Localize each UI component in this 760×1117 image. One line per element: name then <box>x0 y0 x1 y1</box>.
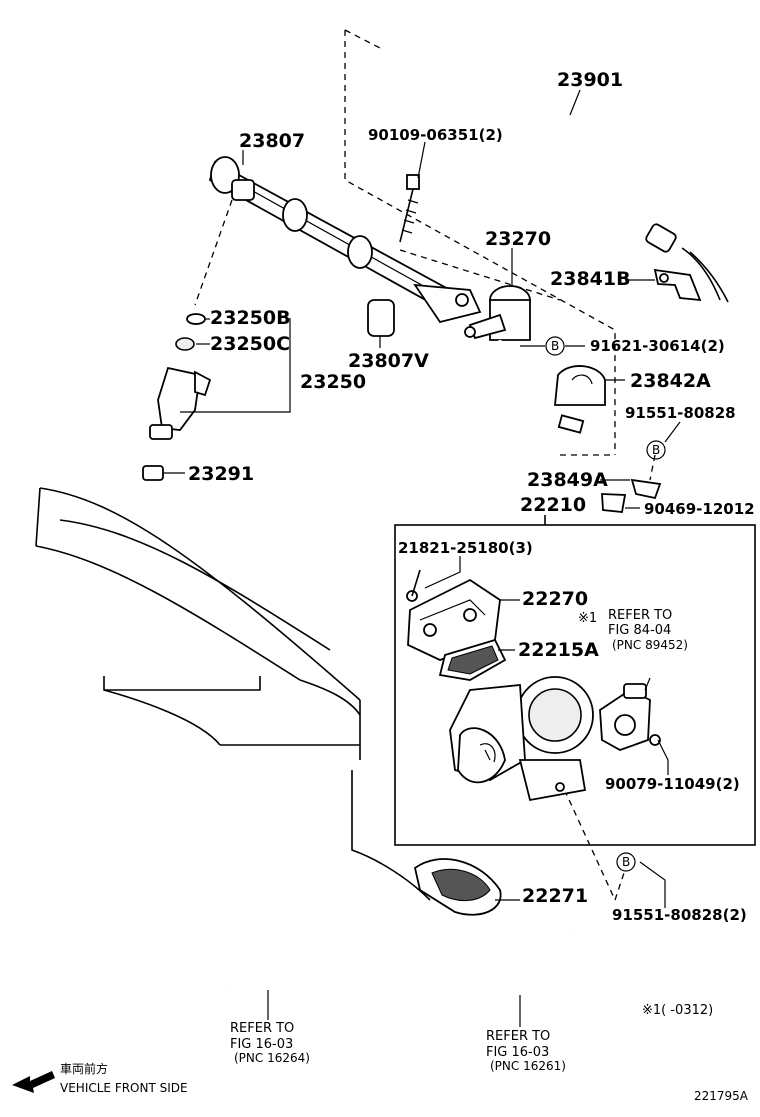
label-22215A: 22215A <box>518 639 599 661</box>
label-23250C: 23250C <box>210 333 290 355</box>
gasket-22271 <box>413 858 502 916</box>
label-23250B: 23250B <box>210 307 291 329</box>
gasket-22215A <box>438 638 507 681</box>
label-23807: 23807 <box>239 130 305 152</box>
label-23270: 23270 <box>485 228 551 250</box>
ref-84-line1: REFER TO <box>608 608 672 623</box>
label-23849A: 23849A <box>527 469 608 491</box>
front-arrow-icon <box>12 1071 55 1093</box>
front-label-jp: 車両前方 <box>60 1061 108 1076</box>
ref-84-line2: FIG 84-04 <box>608 623 671 638</box>
bolt-90109 <box>399 174 420 243</box>
ref-1603a-line2: FIG 16-03 <box>230 1037 293 1052</box>
marker-b-2: B <box>646 440 666 460</box>
label-23842A: 23842A <box>630 370 711 392</box>
ref-16-03-a: REFER TO FIG 16-03 (PNC 16264) <box>230 1021 310 1065</box>
label-90079: 90079-11049(2) <box>605 775 740 793</box>
marker-b-1: B <box>545 336 565 356</box>
label-23807V: 23807V <box>348 350 429 372</box>
connector-23849A <box>601 478 662 513</box>
ref-1603b-line3: (PNC 16261) <box>490 1059 566 1073</box>
ref-84-mark: ※1 <box>578 611 597 626</box>
diagram-code: 221795A <box>694 1089 749 1103</box>
label-23901: 23901 <box>557 69 623 91</box>
label-23291: 23291 <box>188 463 254 485</box>
ref-1603b-line1: REFER TO <box>486 1029 550 1044</box>
throttle-body-box <box>394 515 756 846</box>
injector-parts <box>142 299 395 481</box>
leader-lines <box>163 89 681 1027</box>
label-22271: 22271 <box>522 885 588 907</box>
ref-1603b-line2: FIG 16-03 <box>486 1045 549 1060</box>
pressure-regulator-23270 <box>464 285 585 434</box>
svg-text:B: B <box>551 339 559 353</box>
svg-text:B: B <box>622 855 630 869</box>
part-labels: 23901 90109-06351(2) 23807 23270 23841B … <box>188 69 755 924</box>
label-23841B: 23841B <box>550 268 631 290</box>
clamp-23841B <box>653 268 702 302</box>
ref-84-04: ※1 REFER TO FIG 84-04 (PNC 89452) <box>578 608 688 652</box>
label-90109: 90109-06351(2) <box>368 126 503 144</box>
label-91551-a: 91551-80828 <box>625 404 736 422</box>
engine-outline <box>35 487 431 901</box>
circle-markers: B B B <box>545 336 666 872</box>
dashed-leaders <box>194 29 656 901</box>
cushion-23842A <box>554 365 606 406</box>
fuel-rail-23807 <box>208 156 482 324</box>
label-22210: 22210 <box>520 494 586 516</box>
throttle-body-assy <box>449 676 594 802</box>
label-23250: 23250 <box>300 371 366 393</box>
ref-84-line3: (PNC 89452) <box>612 638 688 652</box>
throttle-sensor <box>599 683 661 751</box>
marker-b-3: B <box>616 852 636 872</box>
ref-1603a-line1: REFER TO <box>230 1021 294 1036</box>
label-22270: 22270 <box>522 588 588 610</box>
label-91621: 91621-30614(2) <box>590 337 725 355</box>
label-91551-b: 91551-80828(2) <box>612 906 747 924</box>
label-90469: 90469-12012 <box>644 500 755 518</box>
fuel-hose-23901 <box>378 45 729 303</box>
water-hoses <box>229 929 577 999</box>
ref-16-03-b: REFER TO FIG 16-03 (PNC 16261) <box>486 1029 566 1073</box>
footer: ※1( -0312) 車両前方 VEHICLE FRONT SIDE 22179… <box>12 1003 749 1103</box>
ref-1603a-line3: (PNC 16264) <box>234 1051 310 1065</box>
svg-text:B: B <box>652 443 660 457</box>
front-label-en: VEHICLE FRONT SIDE <box>60 1081 188 1095</box>
footnote: ※1( -0312) <box>642 1003 713 1018</box>
label-21821: 21821-25180(3) <box>398 539 533 557</box>
